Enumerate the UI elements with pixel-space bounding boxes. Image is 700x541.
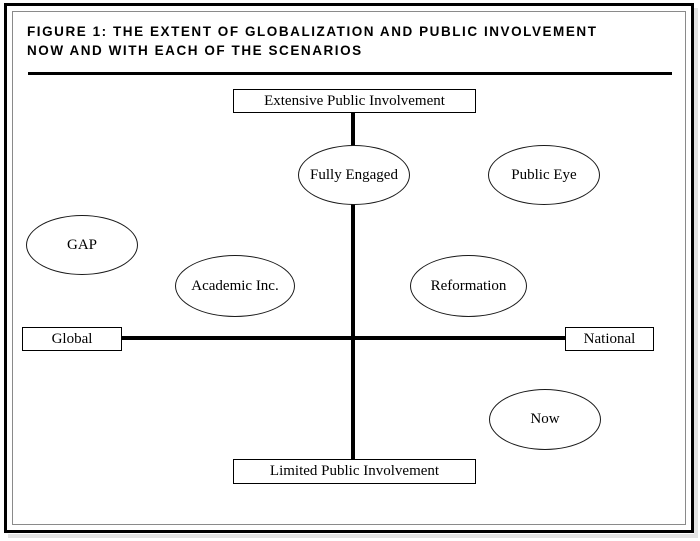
- horizontal-axis-line: [121, 336, 569, 340]
- figure-title: FIGURE 1: THE EXTENT OF GLOBALIZATION AN…: [27, 22, 657, 60]
- scenario-node-fully-engaged: Fully Engaged: [298, 145, 410, 205]
- figure-title-line-2: NOW AND WITH EACH OF THE SCENARIOS: [27, 43, 363, 58]
- axis-label-extensive-public-involvement: Extensive Public Involvement: [233, 89, 476, 113]
- frame-shadow-bottom: [8, 534, 698, 538]
- axis-label-national: National: [565, 327, 654, 351]
- title-divider-rule: [28, 72, 672, 75]
- scenario-node-public-eye: Public Eye: [488, 145, 600, 205]
- scenario-node-academic-inc: Academic Inc.: [175, 255, 295, 317]
- axis-label-global: Global: [22, 327, 122, 351]
- axis-label-limited-public-involvement: Limited Public Involvement: [233, 459, 476, 484]
- frame-shadow-right: [694, 8, 698, 538]
- scenario-node-now: Now: [489, 389, 601, 450]
- scenario-node-reformation: Reformation: [410, 255, 527, 317]
- figure-title-line-1: FIGURE 1: THE EXTENT OF GLOBALIZATION AN…: [27, 24, 598, 39]
- vertical-axis-line: [351, 112, 355, 460]
- scenario-node-gap: GAP: [26, 215, 138, 275]
